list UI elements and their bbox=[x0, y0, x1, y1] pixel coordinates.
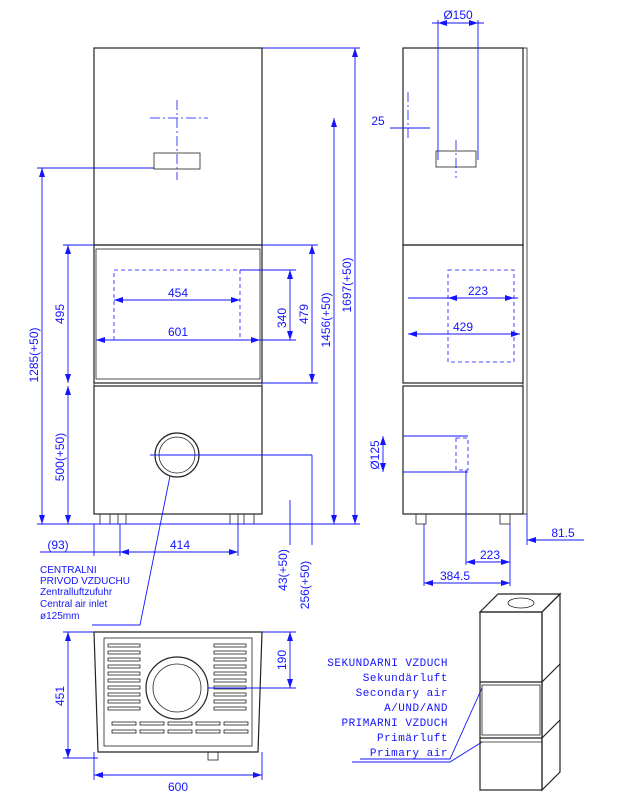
dim-body-height: 1456(+50) bbox=[319, 292, 333, 347]
iso-top bbox=[478, 593, 562, 613]
dim-door-inner: 479 bbox=[297, 304, 311, 324]
iso-flue bbox=[507, 597, 535, 609]
front-foot-4 bbox=[243, 513, 255, 525]
plan-front-knob bbox=[207, 751, 219, 761]
dim-plan-190: 190 bbox=[275, 650, 289, 670]
dim-inlet-diameter: Ø125 bbox=[368, 440, 382, 470]
central-air-note: CENTRALNI PRIVOD VZDUCHU Zentralluftzufu… bbox=[40, 475, 171, 626]
front-upper-cladding bbox=[93, 47, 263, 246]
dim-glass-opening: 340 bbox=[275, 308, 289, 328]
air-label-7: Primary air bbox=[370, 748, 448, 760]
air-label-1: SEKUNDARNI VZDUCH bbox=[327, 658, 448, 670]
front-firebox bbox=[93, 244, 263, 384]
dim-side-815: 81.5 bbox=[551, 526, 575, 540]
side-inlet bbox=[455, 437, 469, 471]
side-foot-1 bbox=[415, 513, 427, 525]
air-label-2: Sekundärluft bbox=[363, 673, 448, 685]
side-back-edge bbox=[522, 47, 528, 515]
dim-inner-width: 454 bbox=[168, 286, 188, 300]
air-label-5: PRIMARNI VZDUCH bbox=[341, 718, 448, 730]
dim-overall-height: 1697(+50) bbox=[340, 257, 354, 312]
dim-flue-diameter: Ø150 bbox=[443, 8, 473, 22]
dim-door-height: 495 bbox=[53, 304, 67, 324]
dim-side-223-top: 223 bbox=[468, 284, 488, 298]
front-door-sill bbox=[93, 382, 263, 387]
dim-side-223-bottom: 223 bbox=[480, 548, 500, 562]
front-foot-1 bbox=[99, 513, 111, 525]
dim-plan-depth: 451 bbox=[53, 686, 67, 706]
dim-glass-width: 601 bbox=[168, 325, 188, 339]
plan-view: 451 600 190 bbox=[53, 631, 296, 794]
dim-offset: (93) bbox=[47, 538, 68, 552]
note-line-1: CENTRALNI bbox=[40, 565, 97, 576]
front-foot-3 bbox=[229, 513, 239, 525]
side-upper bbox=[402, 47, 524, 246]
dim-side-3845: 384.5 bbox=[440, 569, 470, 583]
side-foot-2 bbox=[499, 513, 511, 525]
plan-central-inlet bbox=[145, 656, 209, 720]
dim-inlet-height: 256(+50) bbox=[298, 561, 312, 609]
plan-outline bbox=[93, 631, 263, 753]
side-lower bbox=[402, 385, 524, 515]
plan-slots-left bbox=[107, 643, 141, 711]
iso-door bbox=[481, 684, 541, 736]
front-door-frame bbox=[95, 248, 261, 380]
iso-front bbox=[479, 611, 543, 791]
dim-left-height: 1285(+50) bbox=[27, 327, 41, 382]
plan-slots-right bbox=[213, 643, 247, 711]
plan-central-inlet-inner bbox=[152, 663, 202, 713]
dim-plan-width: 600 bbox=[168, 780, 188, 794]
dim-flue-offset: 25 bbox=[371, 114, 385, 128]
front-foot-2 bbox=[117, 513, 127, 525]
note-line-2: PRIVOD VZDUCHU bbox=[40, 576, 130, 587]
note-line-5: ø125mm bbox=[40, 611, 79, 622]
side-firebox bbox=[402, 244, 524, 384]
front-lower-cladding bbox=[93, 385, 263, 515]
side-view: Ø150 25 Ø125 223 429 81.5 223 384.5 bbox=[368, 8, 584, 586]
dim-feet: 414 bbox=[170, 538, 190, 552]
plan-slots-bottom bbox=[111, 721, 249, 734]
plan-inner bbox=[103, 637, 253, 747]
dim-side-429: 429 bbox=[453, 320, 473, 334]
front-view: 454 601 1697(+50) 1456(+50) 479 340 1285… bbox=[27, 47, 360, 609]
air-label-3: Secondary air bbox=[356, 688, 448, 700]
air-label-4: A/UND/AND bbox=[384, 703, 448, 715]
dim-foot-height: 43(+50) bbox=[276, 549, 290, 591]
note-line-3: Zentralluftzufuhr bbox=[40, 587, 113, 598]
dim-lower-height: 500(+50) bbox=[53, 433, 67, 481]
air-label-6: Primärluft bbox=[377, 733, 448, 745]
side-inner-opening bbox=[447, 269, 515, 363]
note-line-4: Central air inlet bbox=[40, 599, 107, 610]
air-labels: SEKUNDARNI VZDUCH Sekundärluft Secondary… bbox=[327, 658, 483, 763]
iso-view bbox=[478, 592, 562, 792]
iso-side bbox=[541, 592, 561, 792]
